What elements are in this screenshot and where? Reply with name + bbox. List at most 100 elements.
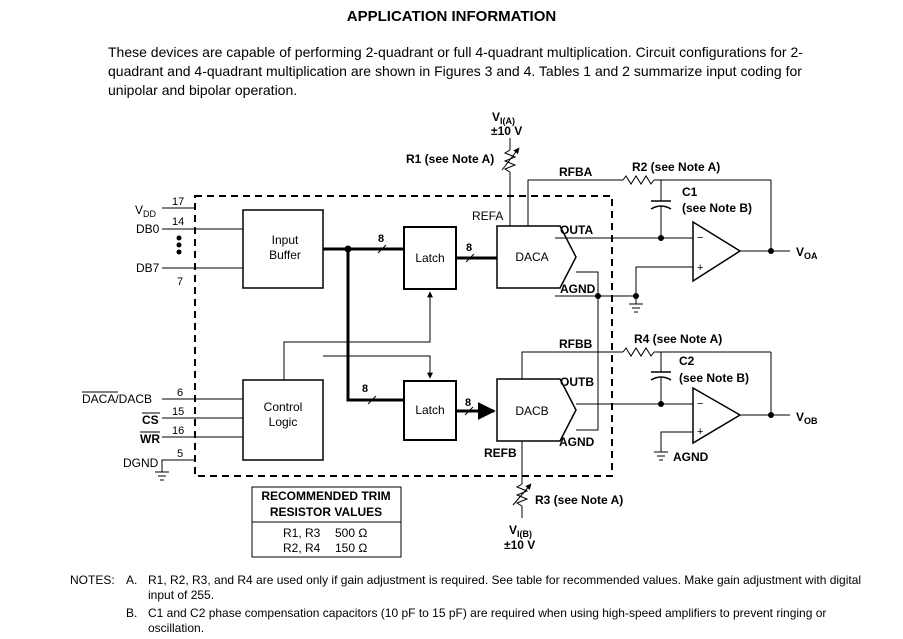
pin-wr-label: WR [140, 432, 160, 446]
vib-range: ±10 V [504, 538, 535, 552]
vob-label: VOB [796, 410, 818, 426]
control-logic-block [242, 379, 324, 461]
agnd-out-line [660, 431, 693, 452]
bus-width-label-2: 8 [466, 242, 472, 254]
latch-a-label: Latch [415, 251, 444, 265]
op-amp-a-plus: + [697, 262, 703, 274]
voa-junction [768, 248, 774, 254]
r1-resistor [503, 149, 517, 173]
latch-b-label: Latch [415, 403, 444, 417]
outb-label: OUTB [560, 375, 594, 389]
bus-tick-1 [377, 244, 387, 254]
dacb-label: DACB [515, 404, 548, 418]
bus-tick-3 [367, 395, 377, 405]
trim-row-1-value: 500 Ω [335, 526, 367, 540]
note-a-letter: A. [126, 573, 138, 587]
bus-dot-1 [176, 235, 182, 241]
r4-resistor [622, 347, 655, 357]
note-b-letter: B. [126, 606, 138, 620]
pin-dgnd-number: 5 [177, 448, 183, 460]
voa-label: VOA [796, 245, 818, 261]
dacb-block [496, 378, 577, 442]
bus-dot-2 [176, 242, 182, 248]
outa-label: OUTA [560, 223, 593, 237]
note-b: B. C1 and C2 phase compensation capacito… [68, 606, 868, 636]
pin-db0-number: 14 [172, 216, 184, 228]
bus-width-label-3: 8 [362, 383, 368, 395]
pin-dgnd-label: DGND [123, 456, 159, 470]
r3-wiper-arrow [512, 483, 532, 506]
pin-vdd-label: VDD [135, 203, 157, 219]
agnd-a-label: AGND [560, 282, 596, 296]
c2-label: C2 [679, 354, 695, 368]
rfbb-line [521, 351, 623, 379]
note-b-text: C1 and C2 phase compensation capacitors … [148, 606, 827, 635]
trim-row-1-resistors: R1, R3 [283, 526, 321, 540]
pin-cs-number: 15 [172, 406, 184, 418]
agnd-common-line [576, 271, 599, 431]
r3-resistor [515, 483, 529, 507]
trim-table-title-1: RECOMMENDED TRIM [261, 489, 390, 503]
agnd-b-label: AGND [559, 435, 595, 449]
pin-db7-label: DB7 [136, 261, 160, 275]
bus-width-label-1: 8 [378, 233, 384, 245]
c2-note: (see Note B) [679, 371, 749, 385]
r3-label: R3 (see Note A) [535, 493, 623, 507]
r4-label: R4 (see Note A) [634, 332, 722, 346]
op-amp-b-minus: − [697, 398, 703, 410]
op-amp-a [692, 220, 742, 283]
agnd-out-ground-icon [654, 451, 668, 461]
pin-wr-number: 16 [172, 425, 184, 437]
pin-db7-number: 7 [177, 276, 183, 288]
trim-table-title-2: RESISTOR VALUES [270, 505, 382, 519]
circuit-diagram: Input Buffer Control Logic Latch Latch D… [82, 110, 818, 558]
outb-junction [658, 401, 664, 407]
control-logic-label-1: Control [264, 400, 303, 414]
dgnd-ground-icon [155, 471, 169, 481]
control-logic-label-2: Logic [269, 415, 298, 429]
note-a-text: R1, R2, R3, and R4 are used only if gain… [148, 573, 862, 602]
pin-cs-label: CS [142, 413, 159, 427]
bus-tick-4 [464, 406, 474, 416]
chip-boundary [194, 195, 613, 477]
r1-label: R1 (see Note A) [406, 152, 494, 166]
op-amp-b [692, 386, 742, 445]
r2-resistor [622, 175, 655, 185]
page-title: APPLICATION INFORMATION [346, 8, 557, 25]
bus-junction [344, 245, 352, 253]
refb-label: REFB [484, 446, 517, 460]
via-label: VI(A) [492, 110, 515, 126]
rfba-line [527, 179, 623, 226]
data-bus [323, 247, 404, 402]
control-line-latch-a [283, 291, 433, 380]
input-buffer-label-1: Input [272, 233, 299, 247]
input-buffer-block [242, 209, 324, 289]
rfbb-label: RFBB [559, 337, 593, 351]
note-a: NOTES: A. R1, R2, R3, and R4 are used on… [68, 573, 868, 603]
vib-label: VI(B) [509, 523, 532, 539]
notes-heading: NOTES: [70, 573, 115, 587]
r2-label: R2 (see Note A) [632, 160, 720, 174]
refa-label: REFA [472, 209, 503, 223]
vob-junction [768, 412, 774, 418]
daca-block [496, 225, 577, 289]
c1-note: (see Note B) [682, 201, 752, 215]
c1-label: C1 [682, 185, 698, 199]
outa-junction [658, 235, 664, 241]
pin-db0-label: DB0 [136, 222, 160, 236]
pin-daca-dacb-number: 6 [177, 387, 183, 399]
pin-daca-dacb-label: DACA/DACB [82, 392, 152, 406]
daca-label: DACA [515, 250, 548, 264]
r1-wiper-arrow [501, 147, 520, 171]
rfba-label: RFBA [559, 165, 593, 179]
notes-section: NOTES: A. R1, R2, R3, and R4 are used on… [68, 573, 868, 639]
intro-paragraph: These devices are capable of performing … [108, 44, 803, 98]
trim-row-2-resistors: R2, R4 [283, 541, 321, 555]
agnd-out-label: AGND [673, 450, 709, 464]
input-buffer-label-2: Buffer [269, 248, 301, 262]
bus-dot-3 [176, 249, 182, 255]
pin-dgnd-line [161, 459, 195, 472]
pin-vdd-number: 17 [172, 196, 184, 208]
bus-tick-2 [465, 253, 475, 263]
control-line-latch-b [323, 355, 433, 379]
